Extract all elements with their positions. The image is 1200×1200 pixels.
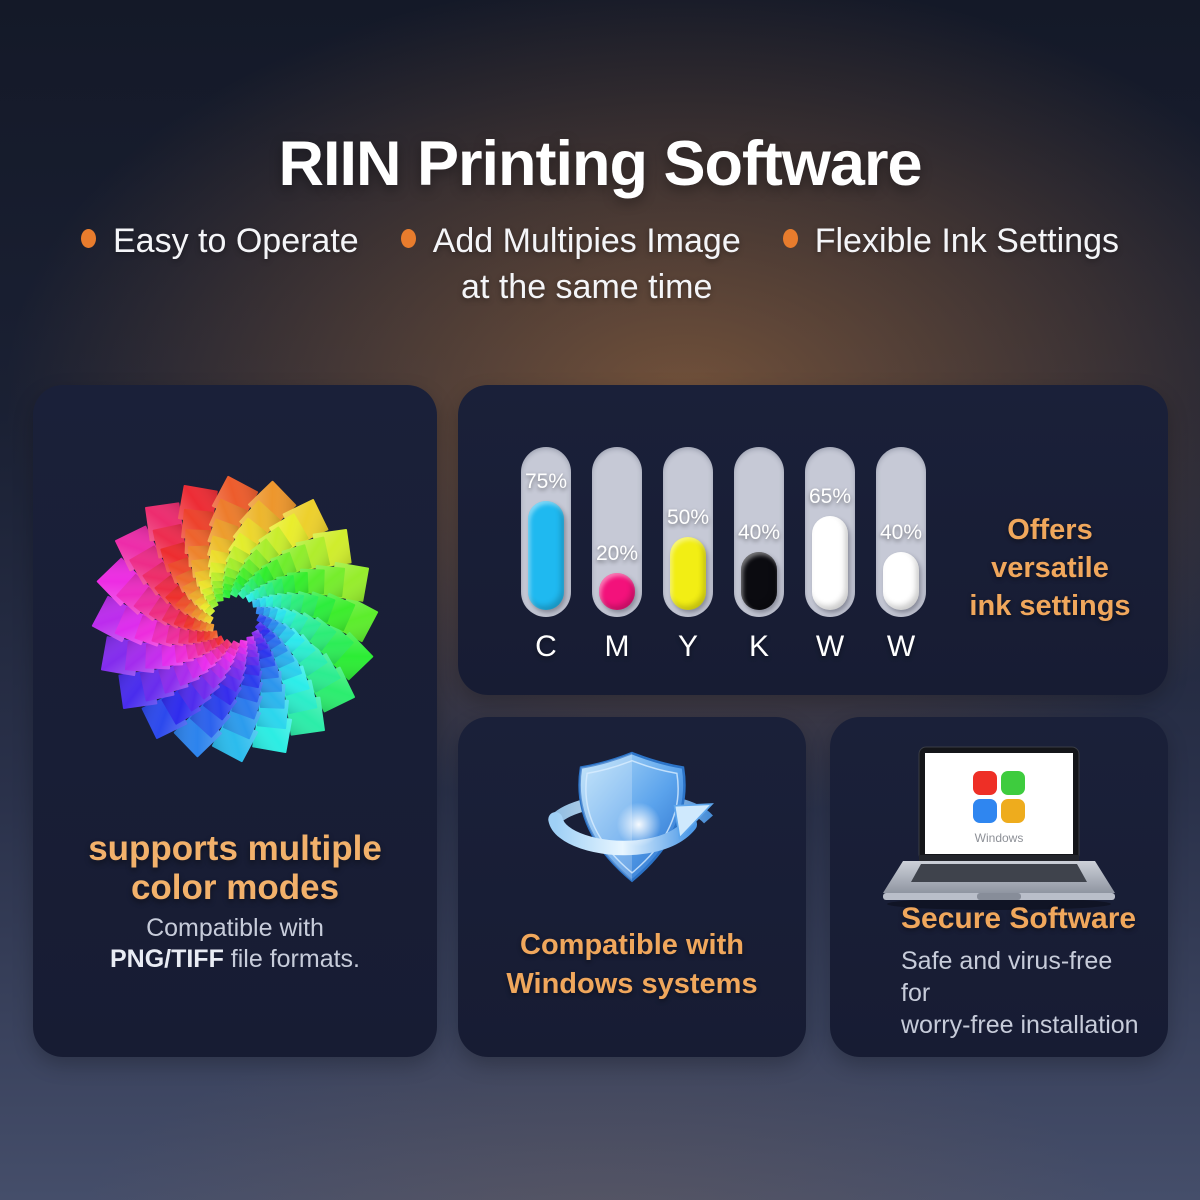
ink-tube-fill [670,537,706,610]
ink-channel-label: K [748,630,769,663]
ink-tube-fill [599,573,635,610]
ink-settings-heading: Offers versatile ink settings [948,511,1152,625]
ink-tube-track: 40% [876,447,926,617]
card-windows-compatible: Compatible with Windows systems [458,717,806,1057]
ink-tube-fill [741,552,777,610]
windows-logo-icon [973,771,1025,823]
ink-tube-fill [883,552,919,610]
color-modes-heading: supports multiple color modes [33,829,437,907]
ink-percent-label: 40% [879,521,923,544]
color-modes-body-formats: PNG/TIFF [109,945,224,973]
laptop-icon: Windows [883,746,1115,910]
color-modes-heading-line1: supports multiple [88,829,382,868]
secure-body-line2: worry-free installation [901,1011,1139,1039]
ink-tube-track: 40% [734,447,784,617]
shield-sync-arrow-icon [548,751,714,883]
windows-heading-line2: Windows systems [506,968,758,1000]
windows-heading-line1: Compatible with [520,929,744,961]
card-ink-settings: 75% C 20% M 50% Y 40% K 65% W 40% W Offers versatil… [458,385,1168,695]
ink-tube-fill [528,501,564,610]
ink-tube-track: 20% [592,447,642,617]
color-modes-body-line1: Compatible with [146,914,324,942]
ink-channel-label: W [815,630,845,663]
card-secure-software: Windows Secure Software Safe and virus-f… [830,717,1168,1057]
ink-channel-label: Y [677,630,698,663]
color-modes-body: Compatible with PNG/TIFF file formats. [33,913,437,975]
color-modes-heading-line2: color modes [130,868,340,907]
bullet-dot-icon [400,229,416,248]
ink-tube-k-3: 40% K [734,447,784,664]
feature-label: Flexible Ink Settings [814,222,1119,260]
ink-tube-fill [812,516,848,610]
color-modes-body-rest: file formats. [223,945,361,973]
ink-tube-m-1: 20% M [592,447,642,664]
ink-tube-track: 50% [663,447,713,617]
secure-body-line1: Safe and virus-free for [901,947,1113,1007]
card-color-modes: supports multiple color modes Compatible… [33,385,437,1057]
feature-item-2: Flexible Ink Settings [782,218,1119,310]
page-title: RIIN Printing Software [278,129,922,200]
ink-tube-c-0: 75% C [521,447,571,664]
feature-label: Easy to Operate [113,222,359,260]
bullet-dot-icon [81,229,96,248]
bullet-dot-icon [782,229,798,248]
laptop-screen-label: Windows [975,831,1024,845]
ink-level-tubes: 75% C 20% M 50% Y 40% K 65% W 40% W [521,447,926,664]
ink-tube-w-5: 40% W [876,447,926,664]
ink-percent-label: 50% [666,506,710,529]
ink-heading-line1: Offers versatile [991,514,1109,584]
ink-tube-track: 75% [521,447,571,617]
ink-percent-label: 20% [595,542,639,565]
ink-heading-line2: ink settings [969,590,1131,622]
ink-tube-y-2: 50% Y [663,447,713,664]
secure-software-body: Safe and virus-free for worry-free insta… [901,945,1148,1041]
ink-tube-track: 65% [805,447,855,617]
rainbow-square-spiral-icon [91,475,379,763]
ink-channel-label: C [535,630,557,663]
ink-percent-label: 40% [737,521,781,544]
windows-compatible-heading: Compatible with Windows systems [458,926,806,1004]
secure-software-heading: Secure Software [901,902,1137,935]
ink-tube-w-4: 65% W [805,447,855,664]
ink-percent-label: 65% [808,485,852,508]
ink-channel-label: M [604,630,630,663]
ink-percent-label: 75% [524,470,568,493]
secure-software-text: Secure Software Safe and virus-free for … [901,902,1148,1041]
feature-item-0: Easy to Operate [81,218,359,310]
ink-channel-label: W [886,630,916,663]
